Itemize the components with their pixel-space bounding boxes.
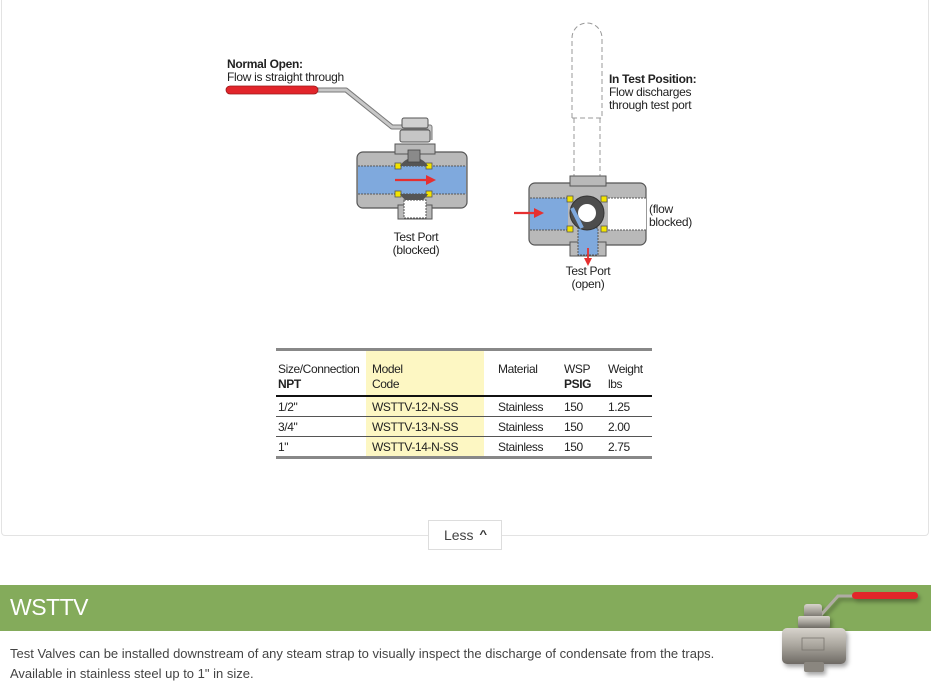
handle-ghost	[571, 22, 603, 119]
spec-table-header: Size/Connection NPT Model Code Material …	[276, 349, 652, 397]
product-header-bar: WSTTV	[0, 585, 931, 631]
test-position-label: In Test Position: Flow discharges throug…	[609, 72, 697, 112]
flow-blocked-label: (flow blocked)	[649, 202, 692, 229]
cell-weight: 2.75	[608, 439, 630, 454]
cell-model-code: WSTTV-12-N-SS	[366, 396, 484, 417]
product-description: Test Valves can be installed downstream …	[10, 646, 715, 681]
ball-valve-image	[782, 592, 918, 672]
valve-diagram-graphic	[225, 22, 647, 266]
valve-handle-red	[852, 592, 918, 599]
product-title: WSTTV	[10, 594, 89, 620]
cell-model-code: WSTTV-13-N-SS	[366, 416, 484, 437]
less-toggle-wrapper: Less ^	[428, 520, 502, 550]
cell-material: Stainless	[484, 396, 562, 417]
cell-model-code: WSTTV-14-N-SS	[366, 436, 484, 458]
valve-body-photo	[782, 628, 846, 664]
header-material: Material	[484, 349, 562, 397]
table-row: 3/4" WSTTV-13-N-SS Stainless 150 2.00	[276, 416, 652, 437]
normal-open-valve-drawing	[225, 85, 468, 220]
table-row: 1/2" WSTTV-12-N-SS Stainless 150 1.25	[276, 396, 652, 417]
less-button[interactable]: Less ^	[428, 520, 502, 550]
cell-weight: 1.25	[606, 396, 652, 417]
outlet-arrow	[584, 258, 592, 266]
valve-diagram: Normal Open: Flow is straight through Te…	[0, 0, 931, 310]
test-position-valve-drawing	[514, 22, 647, 266]
header-size: Size/Connection NPT	[276, 349, 366, 397]
ball-valve-photo[interactable]	[768, 588, 928, 682]
cell-material: Stainless	[484, 416, 562, 437]
chevron-up-icon: ^	[478, 529, 487, 541]
cell-size: 3/4"	[276, 416, 366, 437]
normal-open-label: Normal Open: Flow is straight through	[227, 57, 344, 84]
cell-weight: 2.00	[606, 416, 652, 437]
nut-top	[401, 117, 429, 129]
test-port-open-label: Test Port (open)	[565, 264, 611, 291]
inlet-arrow	[534, 208, 544, 218]
handle-grip-red	[225, 85, 319, 95]
spec-table: Size/Connection NPT Model Code Material …	[276, 348, 652, 459]
cell-wsp: 150	[564, 439, 583, 454]
cell-wsp: 150	[562, 416, 606, 437]
cell-wsp: 150	[562, 396, 606, 417]
less-button-label: Less	[443, 527, 474, 543]
header-model-code: Model Code	[366, 349, 484, 397]
table-row: 1" WSTTV-14-N-SS Stainless 150 2.75	[276, 436, 652, 458]
cell-size: 1"	[278, 439, 289, 454]
nut-bottom	[399, 129, 431, 143]
cell-size: 1/2"	[276, 396, 366, 417]
test-port-blocked-label: Test Port (blocked)	[392, 230, 440, 257]
header-wsp: WSP PSIG	[562, 349, 606, 397]
flow-arrow	[426, 175, 436, 185]
cell-material: Stainless	[498, 439, 544, 454]
header-weight: Weight lbs	[606, 349, 652, 397]
